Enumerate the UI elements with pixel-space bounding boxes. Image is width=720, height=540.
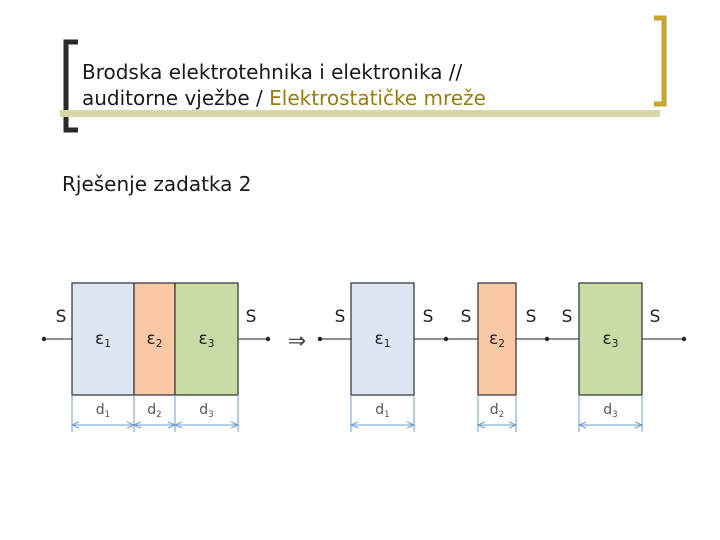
right-d-label-1: d1 [375,402,389,420]
left-d-label-2: d2 [147,402,161,420]
right-layer-3 [578,282,643,396]
right-d-label-3: d3 [603,402,617,420]
right-terminal-out [681,336,687,342]
left-terminal-in [41,336,47,342]
title-highlight: Elektrostatičke mreže [269,86,486,110]
left-d-label-3: d3 [199,402,213,420]
left-eps-label-3: ε3 [199,329,215,350]
right-d-label-2: d2 [490,402,504,420]
right-plate-label-1: S [335,307,346,327]
title-underline [60,110,660,117]
title-prefix: auditorne vježbe / [82,86,270,110]
page-title-line-2: auditorne vježbe / Elektrostatičke mreže [82,86,486,110]
page-title-line-1: Brodska elektrotehnika i elektronika // [82,60,463,84]
left-plate-label-a: S [56,307,67,327]
left-layer-2 [133,282,176,396]
right-plate-label-4: S [526,307,537,327]
implies-arrow-icon: ⇒ [288,329,306,354]
right-terminal-in [317,336,323,342]
left-plate-label-b: S [246,307,257,327]
right-node-2 [544,336,550,342]
right-plate-label-3: S [461,307,472,327]
right-eps-label-1: ε1 [375,329,391,350]
left-bracket-icon [63,39,78,133]
right-node-1 [443,336,449,342]
right-eps-label-3: ε3 [603,329,619,350]
section-subtitle: Rješenje zadatka 2 [62,172,252,196]
right-layer-1 [350,282,415,396]
right-bracket-icon [654,15,667,107]
left-d-label-1: d1 [96,402,110,420]
right-plate-label-2: S [423,307,434,327]
left-eps-label-2: ε2 [147,329,163,350]
left-terminal-out [265,336,271,342]
right-eps-label-2: ε2 [489,329,505,350]
right-layer-2 [477,282,517,396]
right-plate-label-6: S [650,307,661,327]
right-plate-label-5: S [562,307,573,327]
left-eps-label-1: ε1 [95,329,111,350]
